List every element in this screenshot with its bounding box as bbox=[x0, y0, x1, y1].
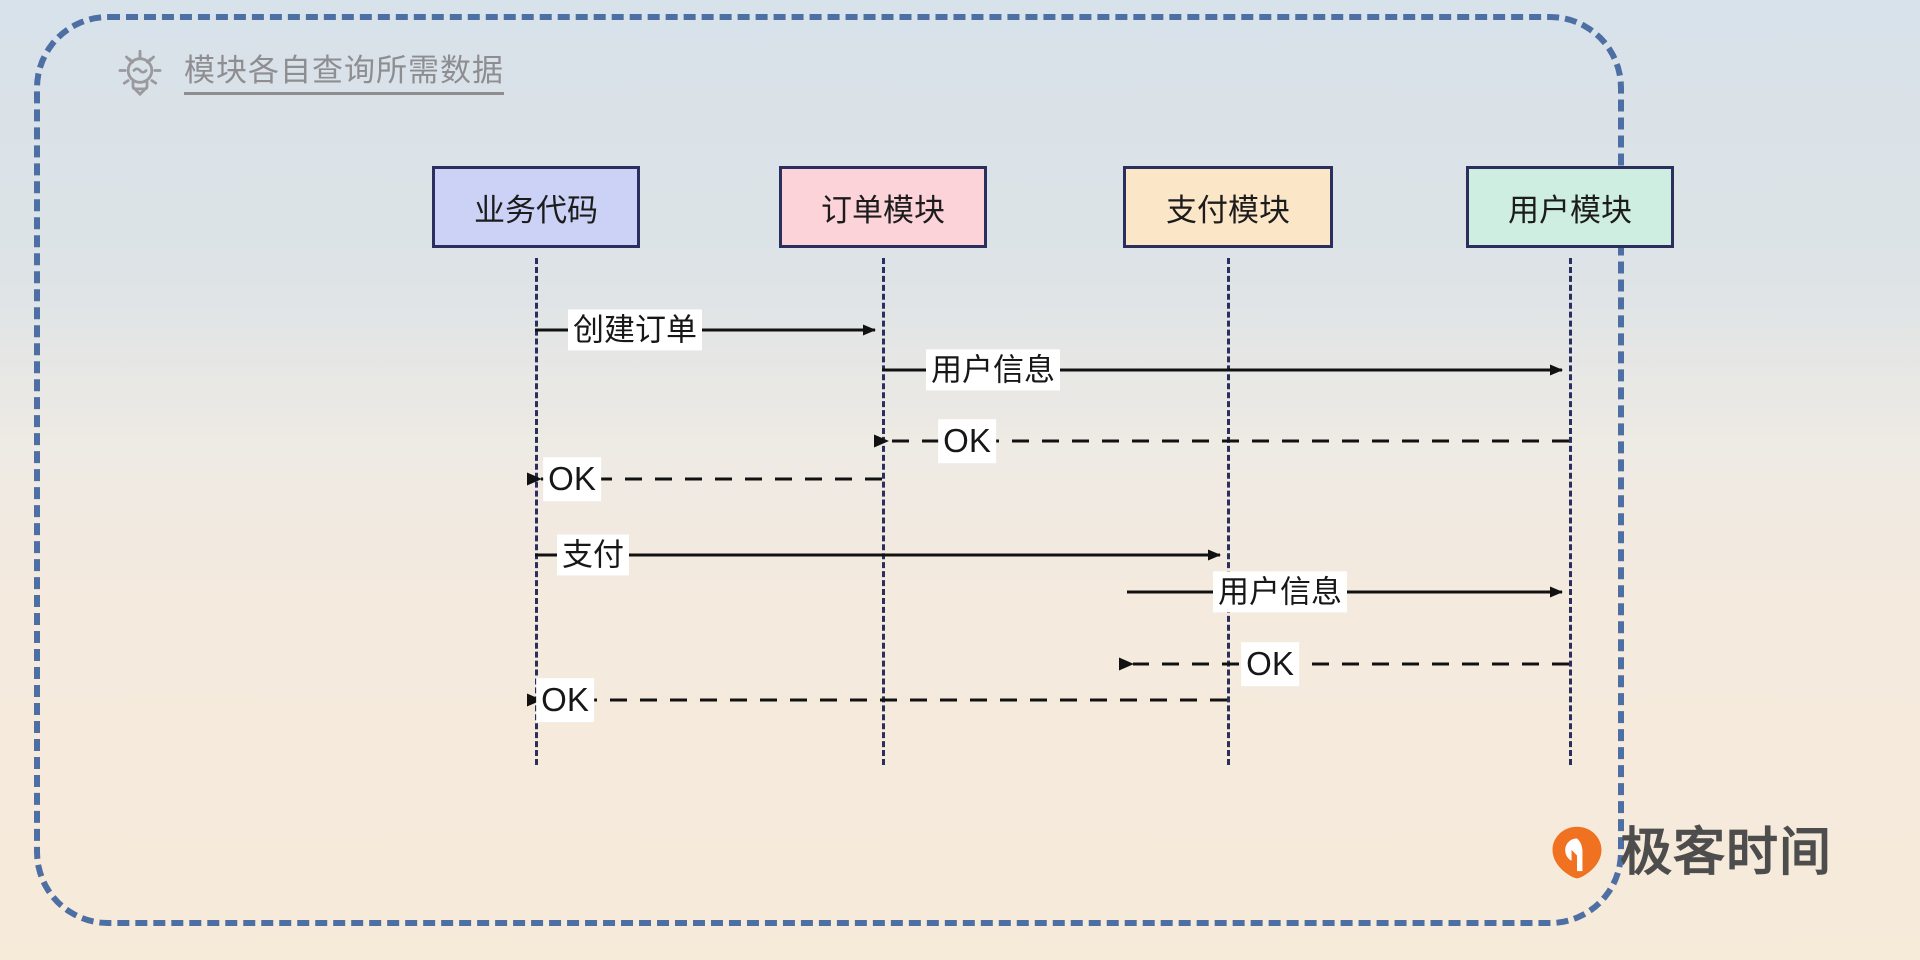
dashed-frame-border bbox=[34, 14, 1624, 926]
lifeline-user bbox=[1569, 258, 1572, 765]
participant-box-pay[interactable]: 支付模块 bbox=[1123, 166, 1333, 248]
participant-box-biz[interactable]: 业务代码 bbox=[432, 166, 640, 248]
message-label-8: OK bbox=[536, 678, 594, 722]
geektime-pin-icon bbox=[1552, 826, 1602, 879]
message-label-4: OK bbox=[543, 457, 601, 501]
lifeline-order bbox=[882, 258, 885, 765]
message-label-6: 用户信息 bbox=[1213, 571, 1347, 613]
lifeline-biz bbox=[535, 258, 538, 765]
page-title: 模块各自查询所需数据 bbox=[184, 53, 504, 95]
message-label-7: OK bbox=[1241, 642, 1299, 686]
message-label-2: 用户信息 bbox=[926, 349, 1060, 391]
message-label-3: OK bbox=[938, 419, 996, 463]
participant-label-order: 订单模块 bbox=[821, 192, 945, 228]
participant-box-order[interactable]: 订单模块 bbox=[779, 166, 987, 248]
message-label-5: 支付 bbox=[557, 534, 629, 576]
diagram-title-row: 模块各自查询所需数据 bbox=[112, 46, 504, 102]
lifeline-pay bbox=[1227, 258, 1230, 765]
message-label-1: 创建订单 bbox=[568, 309, 702, 351]
lightbulb-icon bbox=[118, 49, 162, 97]
participant-label-pay: 支付模块 bbox=[1166, 192, 1290, 228]
participant-label-user: 用户模块 bbox=[1508, 192, 1632, 228]
brand-logo: 极客时间 bbox=[1548, 824, 1832, 882]
participant-box-user[interactable]: 用户模块 bbox=[1466, 166, 1674, 248]
participant-label-biz: 业务代码 bbox=[474, 192, 598, 228]
brand-name: 极客时间 bbox=[1619, 824, 1832, 882]
